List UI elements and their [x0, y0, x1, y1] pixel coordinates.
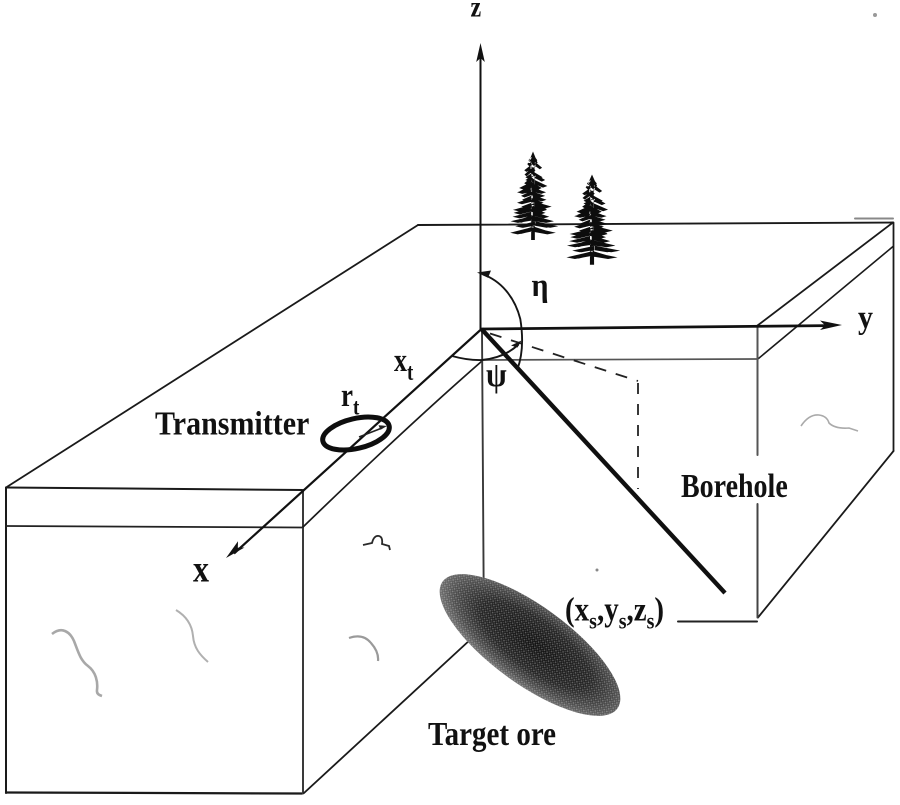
- svg-text:Transmitter: Transmitter: [155, 405, 309, 442]
- svg-text:x: x: [193, 548, 209, 590]
- svg-text:rt: rt: [341, 378, 359, 420]
- svg-text:(xs,ys,zs): (xs,ys,zs): [565, 591, 664, 634]
- svg-text:z: z: [471, 0, 482, 23]
- svg-text:η: η: [532, 267, 549, 304]
- svg-text:y: y: [858, 299, 873, 336]
- svg-text:Borehole: Borehole: [681, 467, 788, 505]
- svg-text:xt: xt: [394, 343, 414, 385]
- svg-text:Target ore: Target ore: [428, 715, 556, 752]
- svg-text:ψ: ψ: [486, 356, 507, 395]
